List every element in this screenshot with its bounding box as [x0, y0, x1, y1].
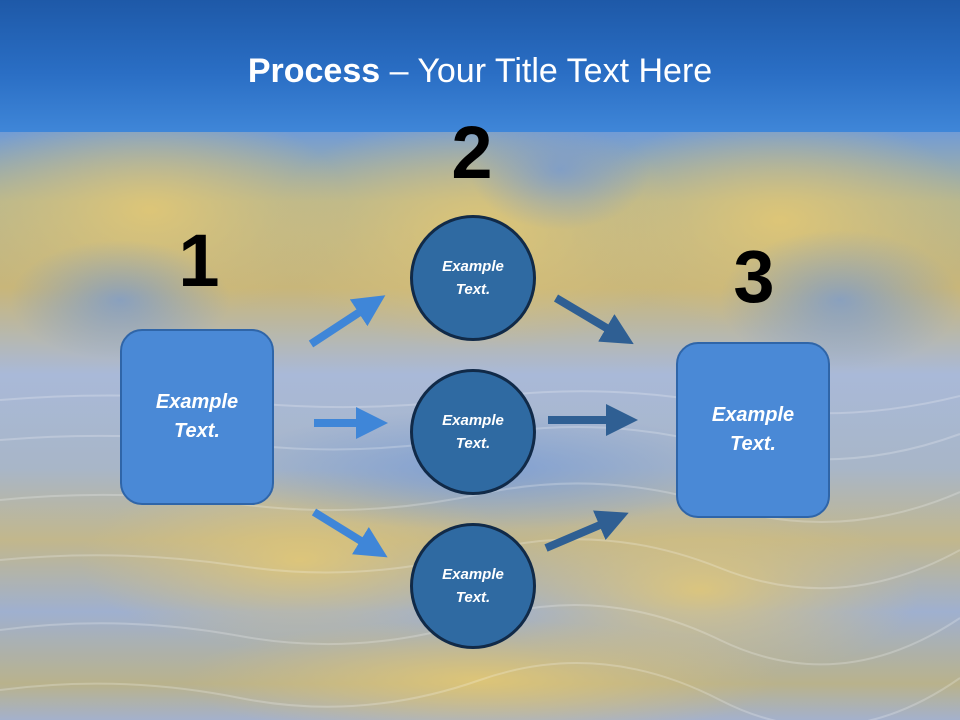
step-number-3: 3 [733, 235, 775, 318]
step-2-circle-bottom[interactable]: Example Text. [410, 523, 536, 649]
step-3-box[interactable]: Example Text. [676, 342, 830, 518]
step-2-circle-middle[interactable]: Example Text. [410, 369, 536, 495]
step-1-text: Example Text. [155, 391, 239, 442]
step-3-text: Example Text. [711, 404, 795, 455]
arrow-1-to-top [308, 295, 386, 348]
circle-top-text: Example Text. [442, 258, 504, 298]
page-title: Process – Your Title Text Here [0, 52, 960, 91]
circle-bottom-text: Example Text. [442, 566, 504, 606]
arrow-1-to-bottom [311, 508, 388, 558]
circle-middle-text: Example Text. [442, 412, 504, 452]
title-rest: – Your Title Text Here [380, 52, 713, 90]
arrow-bottom-to-3 [544, 510, 629, 552]
step-2-circle-top[interactable]: Example Text. [410, 215, 536, 341]
step-1-box[interactable]: Example Text. [120, 329, 274, 505]
arrow-top-to-3 [553, 294, 634, 345]
step-number-2: 2 [451, 111, 493, 194]
title-bar [0, 0, 960, 132]
step-number-1: 1 [178, 219, 220, 302]
title-bold: Process [247, 52, 381, 90]
